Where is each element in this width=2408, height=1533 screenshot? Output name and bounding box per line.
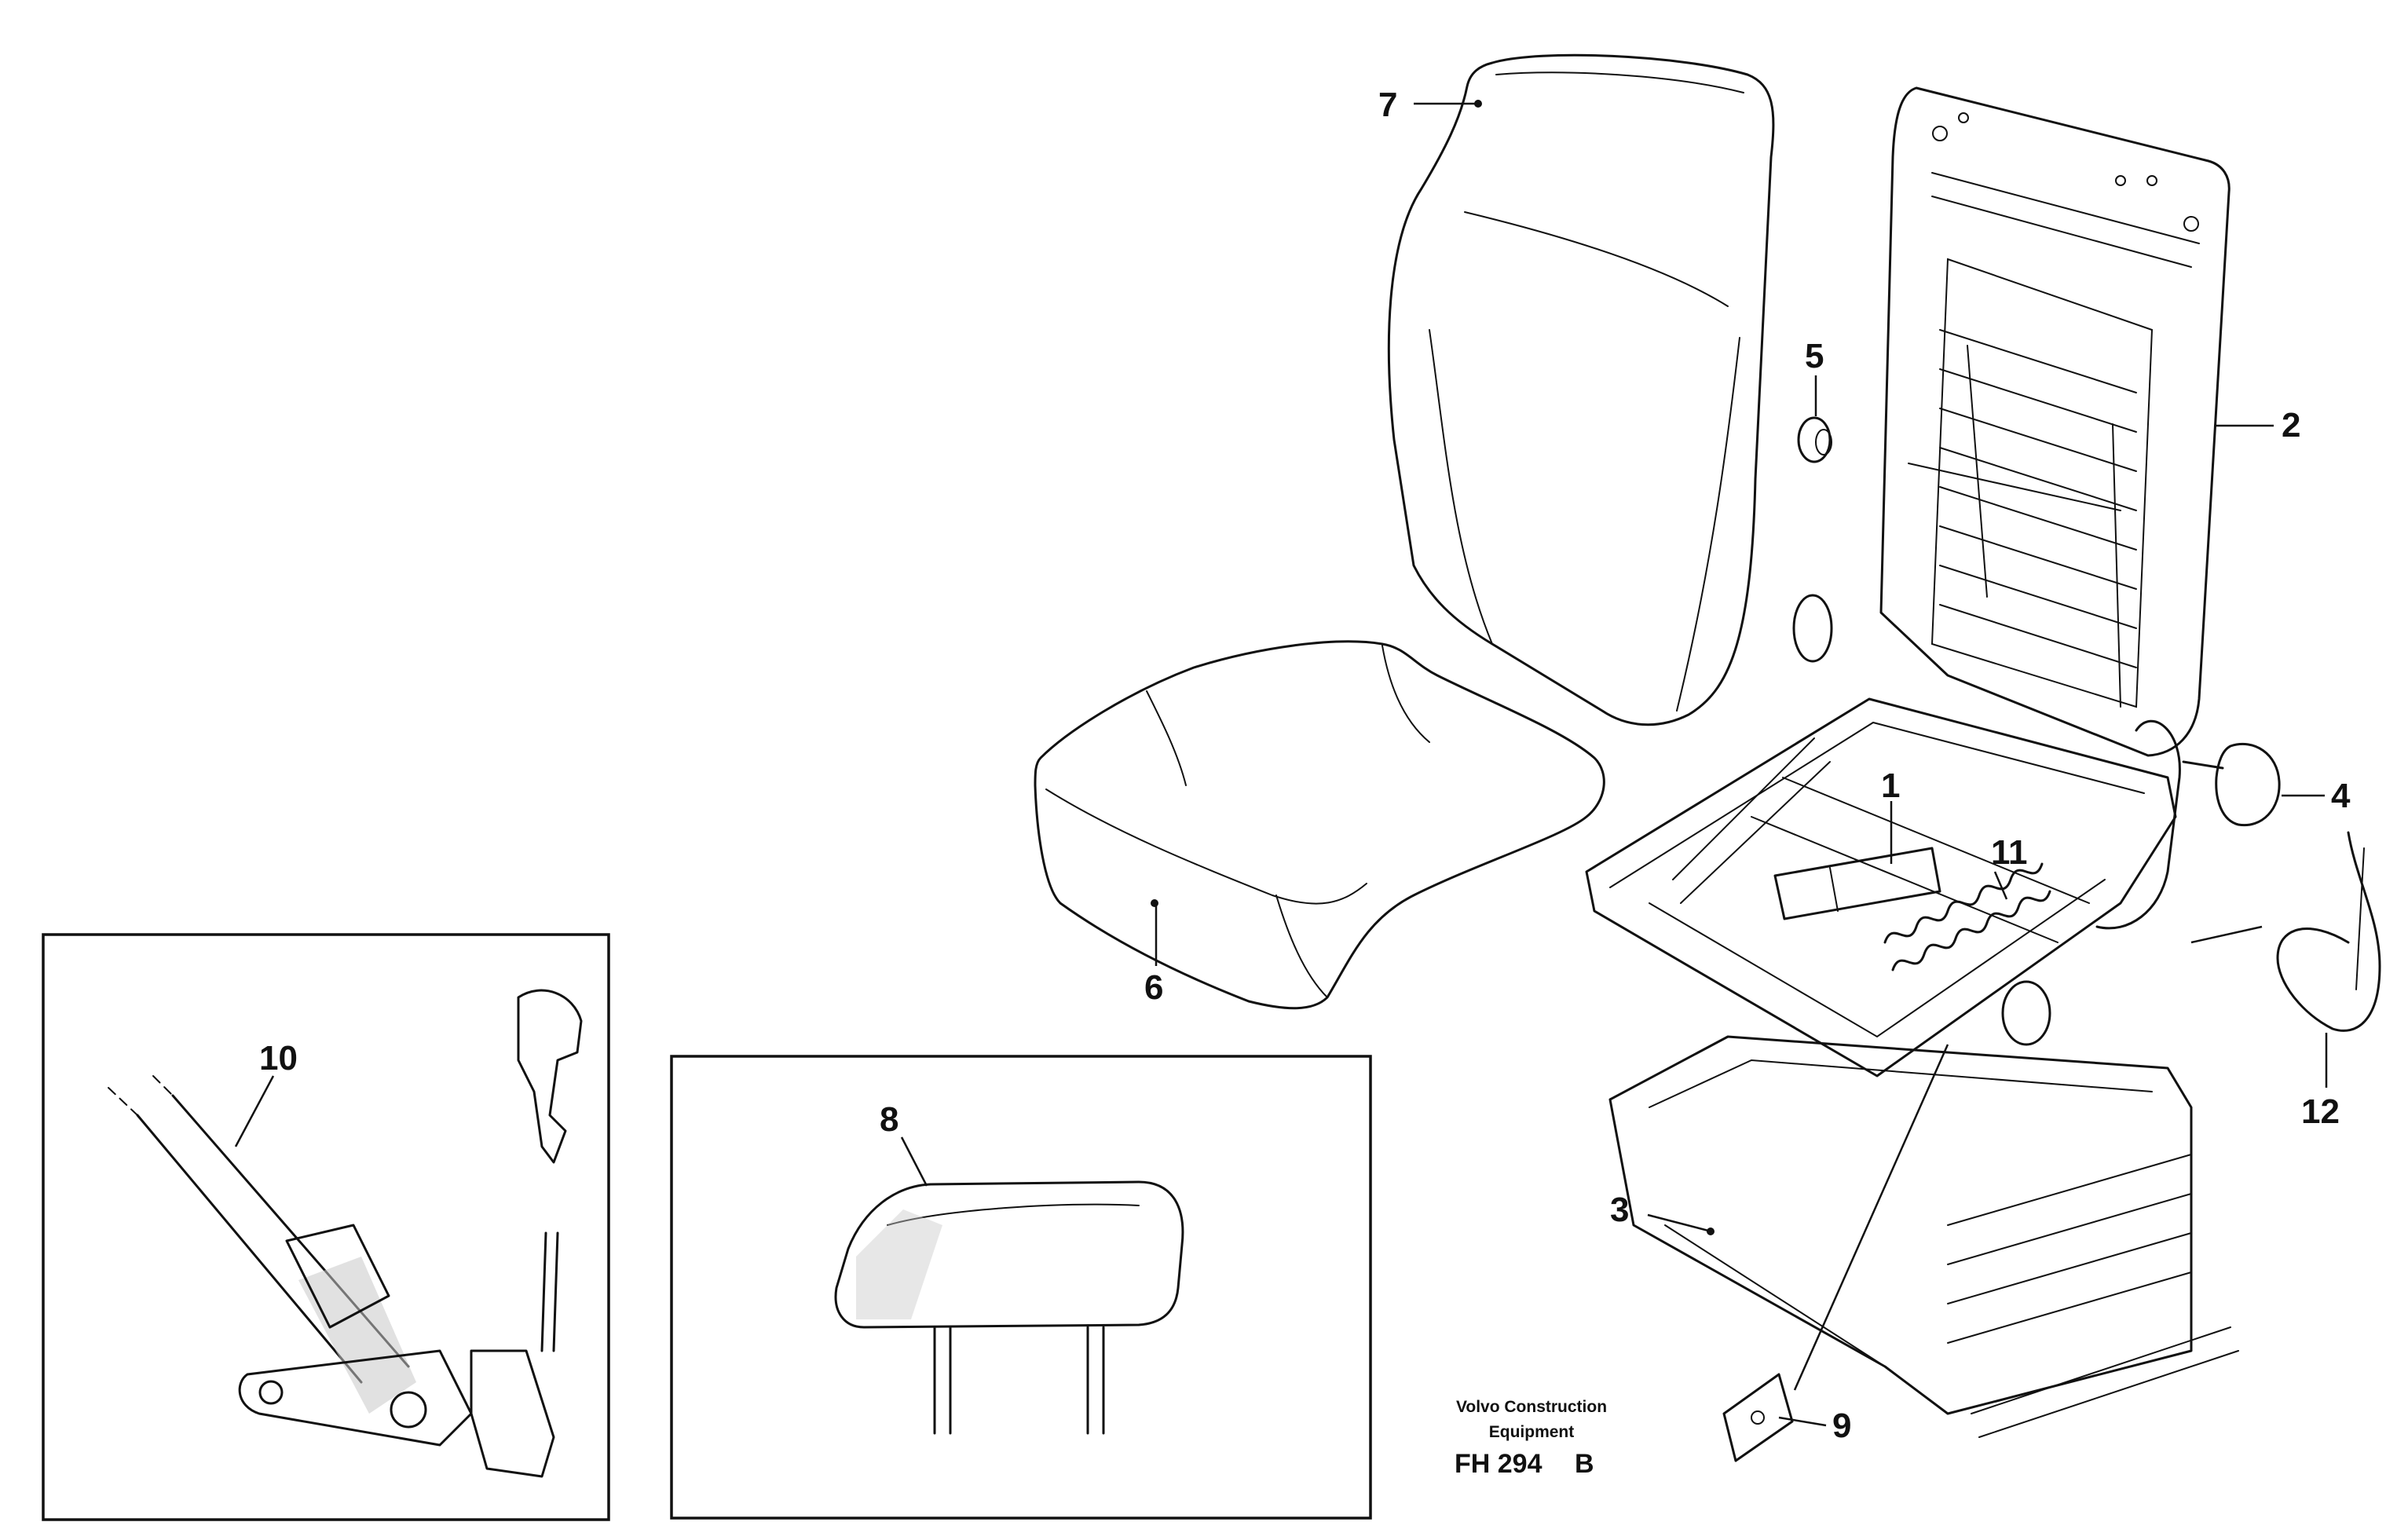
bracket-plate	[1722, 1044, 1949, 1462]
callout-2: 2	[2282, 406, 2300, 445]
callout-11: 11	[1991, 833, 2028, 872]
adjustment-knob-large	[2001, 742, 2325, 1046]
adjustment-knob-small	[1792, 375, 1833, 663]
seat-pan-frame	[1585, 697, 2181, 1077]
callout-12: 12	[2301, 1092, 2340, 1131]
seat-cushion	[1034, 640, 1605, 1010]
callout-8: 8	[880, 1100, 898, 1139]
callout-9: 9	[1832, 1407, 1851, 1445]
caption-rev: B	[1575, 1449, 1594, 1479]
callout-7: 7	[1378, 86, 1397, 124]
callout-5: 5	[1805, 337, 1824, 375]
caption-code: FH 294	[1455, 1449, 1543, 1479]
seat-belt-detail	[42, 933, 610, 1521]
caption-block: Volvo Construction Equipment FH 294 B	[1455, 1398, 1607, 1479]
shock-absorber	[1773, 801, 1941, 920]
cable-tie	[2190, 831, 2381, 1088]
suspension-spring	[1883, 862, 2051, 971]
suspension-base	[1608, 1035, 2239, 1438]
callout-3: 3	[1610, 1191, 1629, 1229]
callout-1: 1	[1881, 766, 1900, 805]
headrest-detail	[670, 1055, 1372, 1520]
backrest-frame	[1879, 86, 2274, 757]
caption-line2: Equipment	[1489, 1423, 1575, 1441]
backrest-cushion	[1387, 53, 1775, 726]
caption-line1: Volvo Construction	[1456, 1398, 1607, 1416]
callout-labels: 1 2 3 4 5 6 7 8 9 10 11 12	[259, 86, 2351, 1445]
callout-10: 10	[259, 1039, 298, 1077]
callout-6: 6	[1144, 968, 1163, 1007]
callout-4: 4	[2331, 777, 2351, 815]
